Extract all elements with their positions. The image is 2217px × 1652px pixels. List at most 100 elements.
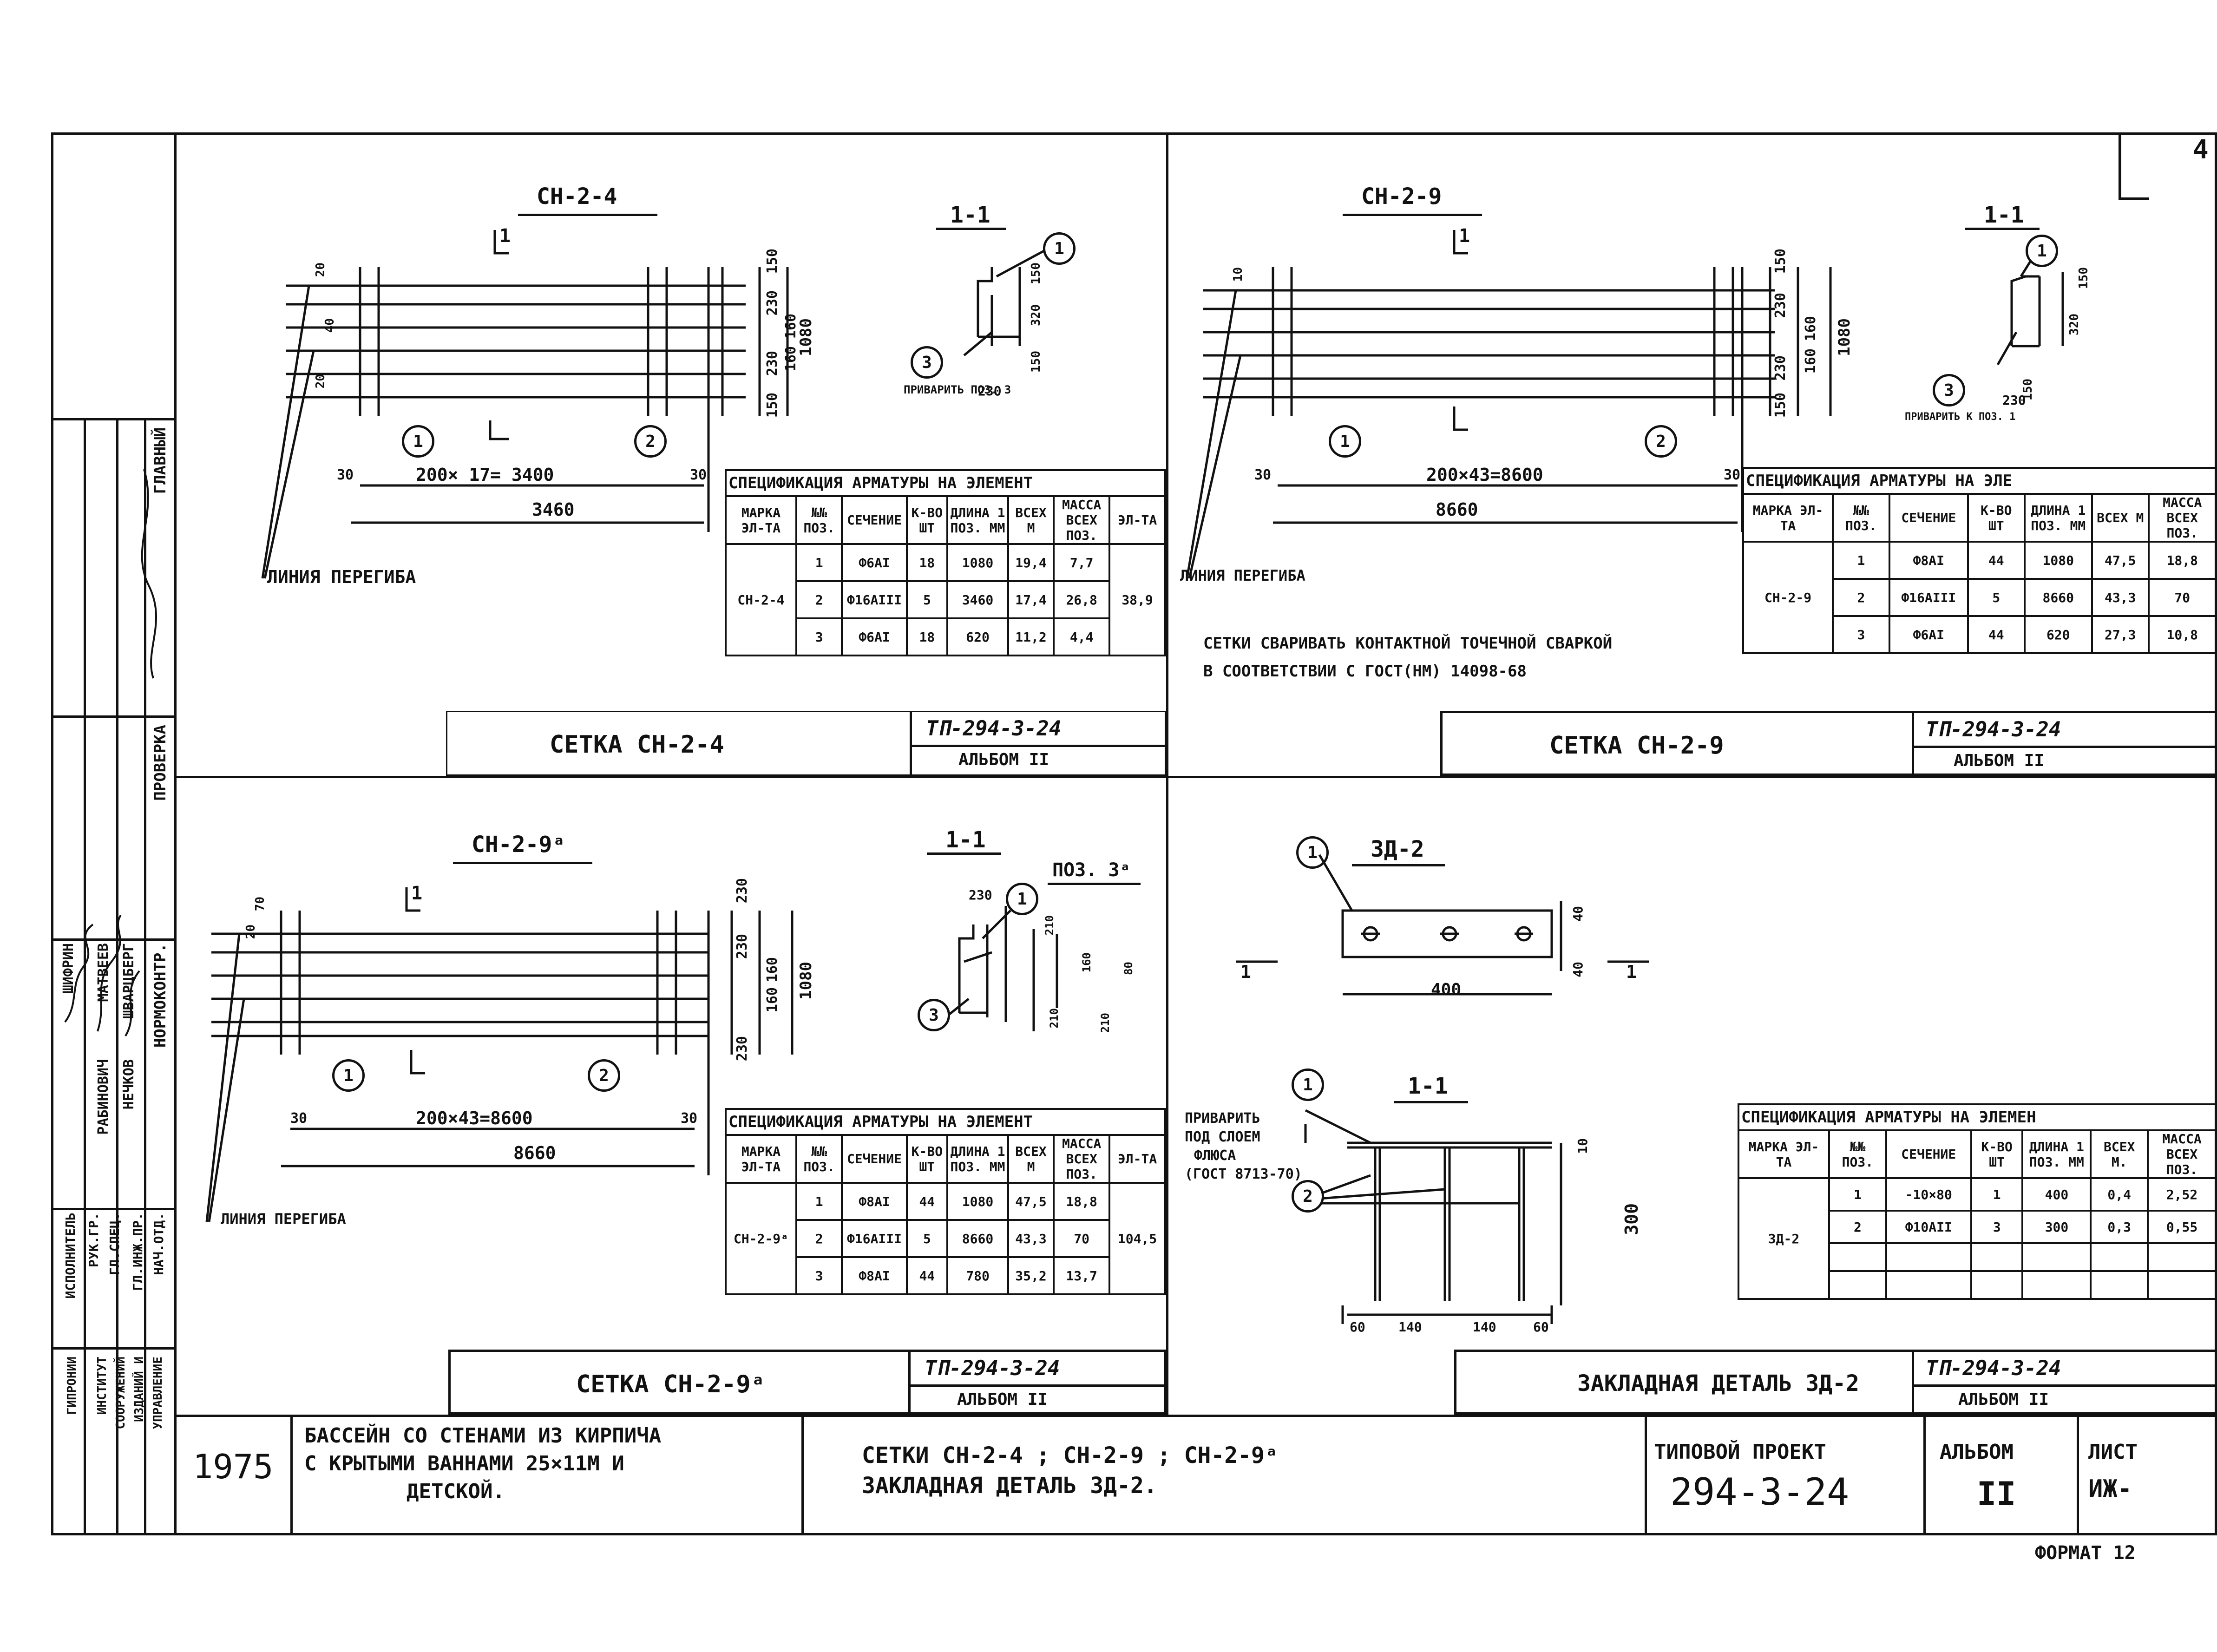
weld-note-line3: ФЛЮСА — [1194, 1147, 1236, 1164]
stamp-org-1: ИЗДАНИЙ И — [132, 1357, 146, 1422]
vdim-4: 230 — [734, 1036, 750, 1062]
callout-pos-1: 1 — [1329, 425, 1361, 458]
callout-pos-3-section: 3 — [911, 346, 943, 379]
mesh-drawing — [205, 887, 794, 1222]
title-block: 1975 БАССЕЙН СО СТЕНАМИ ИЗ КИРПИЧА С КРЫ… — [174, 1415, 2217, 1535]
spec-table: СПЕЦИФИКАЦИЯ АРМАТУРЫ НА ЭЛЕМЕНТ МАРКА Э… — [725, 469, 1166, 656]
left-dim-1: 20 — [244, 924, 258, 939]
spec-title: СПЕЦИФИКАЦИЯ АРМАТУРЫ НА ЭЛЕМЕН — [1738, 1103, 2217, 1131]
panel-stamp: ЗАКЛАДНАЯ ДЕТАЛЬ ЗД-2 ТП-294-3-24 АЛЬБОМ… — [1454, 1350, 2217, 1417]
dim-right: 30 — [681, 1110, 698, 1127]
sect-dim-2: 160 — [1080, 952, 1093, 973]
vdim-0: 230 — [734, 878, 750, 904]
panel-title: СН-2-9ᵃ — [472, 832, 566, 858]
horizontal-panel-divider — [174, 776, 2217, 778]
vdim-1: 230 — [734, 934, 750, 959]
sect-dim-0: 230 — [2002, 393, 2026, 408]
panel-sn-2-9a: СН-2-9ᵃ 1 2 1 30 200×43=8600 — [174, 776, 1168, 1417]
vdim-3: 160 — [1803, 348, 1819, 374]
stamp-code: ТП-294-3-24 — [925, 1357, 1060, 1380]
dim-main: 200×43=8600 — [416, 1108, 533, 1128]
panel-title: СН-2-9 — [1361, 184, 1442, 210]
sect-dim-2: 320 — [2067, 314, 2081, 335]
album-label: АЛЬБОМ — [1940, 1440, 2014, 1464]
stamp-code: ТП-294-3-24 — [1926, 718, 2061, 741]
stamp-album: АЛЬБОМ II — [1954, 751, 2045, 770]
vdim-5: 150 — [1772, 393, 1789, 418]
left-dim-2: 20 — [314, 374, 328, 389]
project-line-1: БАССЕЙН СО СТЕНАМИ ИЗ КИРПИЧА — [304, 1424, 662, 1448]
vdim-5: 150 — [764, 393, 781, 418]
callout-pos-2: 2 — [1645, 425, 1677, 458]
callout-pos-1: 1 — [402, 425, 434, 458]
plate-h1: 40 — [1570, 906, 1586, 922]
sect-dim-3: 150 — [2021, 379, 2035, 400]
vdim-2: 160 — [764, 957, 781, 983]
vdim-1: 230 — [764, 290, 781, 316]
mesh-drawing — [1186, 230, 1832, 579]
type-project-number: 294-3-24 — [1670, 1470, 1850, 1514]
corner-marker: 4 — [2193, 135, 2209, 165]
weld-note-line1: СЕТКИ СВАРИВАТЬ КОНТАКТНОЙ ТОЧЕЧНОЙ СВАР… — [1203, 634, 1613, 653]
sect-dim-1: 150 — [1029, 262, 1043, 284]
album-value: II — [1977, 1475, 2016, 1513]
sect-dim-0: 230 — [978, 383, 1002, 399]
weld-note: ПРИВАРИТЬ К ПОЗ. 1 — [1905, 411, 2016, 423]
sheet-value: ИЖ- — [2088, 1475, 2132, 1503]
bottom-dim-2: 140 — [1473, 1319, 1496, 1335]
drawing-frame — [51, 132, 2217, 1535]
callout-pos-3-section: 3 — [918, 999, 950, 1031]
stamp-org-3: ИНСТИТУТ — [95, 1357, 109, 1415]
stamp-album: АЛЬБОМ II — [1958, 1390, 2049, 1409]
mesh-drawing — [261, 230, 789, 579]
bottom-dim-1: 140 — [1398, 1319, 1422, 1335]
sect-dim-5: 80 — [1122, 962, 1135, 975]
panel-stamp: СЕТКА СН-2-9 ТП-294-3-24 АЛЬБОМ II — [1440, 711, 2217, 778]
callout-pos-2: 2 — [588, 1059, 620, 1092]
panel-title: СН-2-4 — [537, 184, 617, 210]
callout-pos-1-section: 1 — [1043, 232, 1076, 265]
left-dim-0: 70 — [253, 897, 267, 911]
side-stamp: ГЛАВНЫЙ ПРОВЕРКА НОРМОКОНТР. ШВАРЦБЕРГ Н… — [51, 418, 174, 1533]
stamp-code: ТП-294-3-24 — [1926, 1357, 2061, 1380]
vdim-total: 1080 — [797, 962, 815, 1000]
spec-title: СПЕЦИФИКАЦИЯ АРМАТУРЫ НА ЭЛЕ — [1742, 467, 2217, 495]
stamp-title: СЕТКА СН-2-9ᵃ — [576, 1370, 765, 1398]
callout-pos-1-section: 1 — [2026, 235, 2058, 267]
section-mark: 1 — [1459, 225, 1470, 247]
section-title: 1-1 — [945, 827, 986, 853]
sect-dim-4: 210 — [1099, 1013, 1112, 1033]
dim-total: 3460 — [532, 499, 575, 520]
panel-zd-2: ЗД-2 1 — [1166, 776, 2217, 1417]
vertical-panel-divider — [1166, 132, 1168, 1415]
bend-line-label: ЛИНИЯ ПЕРЕГИБА — [267, 567, 416, 587]
panel-sn-2-4: СН-2-4 — [174, 132, 1168, 777]
bend-line-label: ЛИНИЯ ПЕРЕГИБА — [1180, 567, 1305, 584]
sect-dim-1: 210 — [1043, 915, 1056, 936]
sect-dim-3: 150 — [1029, 351, 1043, 373]
weld-note: ПРИВАРИТЬ ПОЗ. 3 — [904, 383, 1011, 396]
weld-note-line4: (ГОСТ 8713-70) — [1185, 1166, 1302, 1182]
corner-bracket — [2119, 132, 2149, 200]
panel-stamp: СЕТКА СН-2-9ᵃ ТП-294-3-24 АЛЬБОМ II — [448, 1350, 1168, 1417]
spec-total: 38,9 — [1108, 543, 1166, 656]
spec-mark: СН-2-4 — [725, 543, 797, 656]
stamp-code: ТП-294-3-24 — [926, 717, 1062, 741]
dim-right: 30 — [690, 467, 707, 483]
dim-left: 30 — [1254, 467, 1272, 483]
spec-title: СПЕЦИФИКАЦИЯ АРМАТУРЫ НА ЭЛЕМЕНТ — [725, 1108, 1166, 1136]
dim-main: 200×43=8600 — [1426, 465, 1543, 485]
plate-thk: 10 — [1575, 1138, 1590, 1154]
vdim-3: 160 — [764, 987, 781, 1013]
stamp-title: СЕТКА СН-2-9 — [1549, 732, 1724, 760]
spec-table: СПЕЦИФИКАЦИЯ АРМАТУРЫ НА ЭЛЕМЕНТ МАРКА Э… — [725, 1108, 1166, 1295]
left-dim-0: 10 — [1231, 267, 1245, 282]
sheet-line-1: СЕТКИ СН-2-4 ; СН-2-9 ; СН-2-9ᵃ — [862, 1442, 1278, 1468]
callout-pos-3-section: 3 — [1933, 374, 1965, 406]
stamp-org-2: СООРУЖЕНИЙ — [114, 1357, 128, 1429]
sect-dim-2: 320 — [1029, 304, 1043, 326]
section-title: 1-1 — [1408, 1073, 1448, 1099]
vdim-0: 150 — [764, 249, 781, 274]
dim-main: 200× 17= 3400 — [416, 465, 554, 485]
callout-pos-1-section: 1 — [1292, 1069, 1324, 1101]
